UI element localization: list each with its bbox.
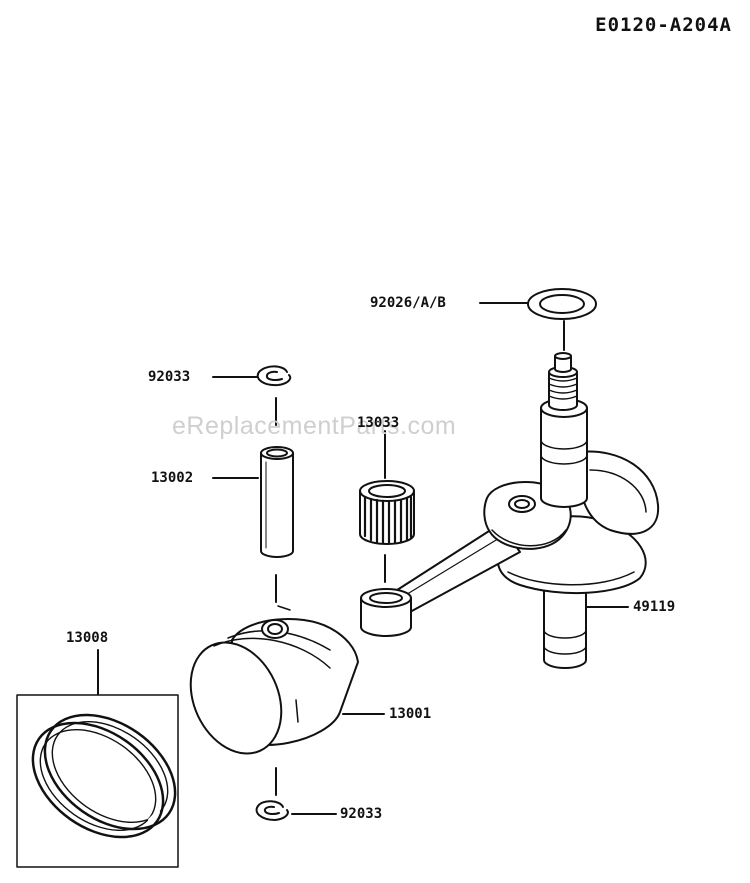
piston-ring-set-part xyxy=(31,713,177,839)
part-label-circlip-bottom[interactable]: 92033 xyxy=(340,806,383,822)
circlip-top-part xyxy=(256,365,292,387)
part-label-washer[interactable]: 92026/A/B xyxy=(370,295,446,311)
part-label-piston-ring-set[interactable]: 13008 xyxy=(66,630,109,646)
piston-part xyxy=(189,605,359,755)
crankshaft-part xyxy=(393,352,660,669)
part-label-piston-pin[interactable]: 13002 xyxy=(151,470,194,486)
watermark-text: eReplacementParts.com xyxy=(172,412,457,440)
small-end-part xyxy=(360,588,412,637)
diagram-code: E0120-A204A xyxy=(595,14,732,36)
needle-bearing-part xyxy=(359,480,415,545)
piston-ring-box xyxy=(16,694,179,868)
part-label-piston[interactable]: 13001 xyxy=(389,706,432,722)
circlip-bottom-part xyxy=(255,800,289,821)
part-label-needle-bearing[interactable]: 13033 xyxy=(357,415,400,431)
thrust-washer-part xyxy=(527,288,597,320)
part-label-crankshaft[interactable]: 49119 xyxy=(633,599,676,615)
part-label-circlip-top[interactable]: 92033 xyxy=(148,369,191,385)
piston-pin-part xyxy=(260,446,294,558)
